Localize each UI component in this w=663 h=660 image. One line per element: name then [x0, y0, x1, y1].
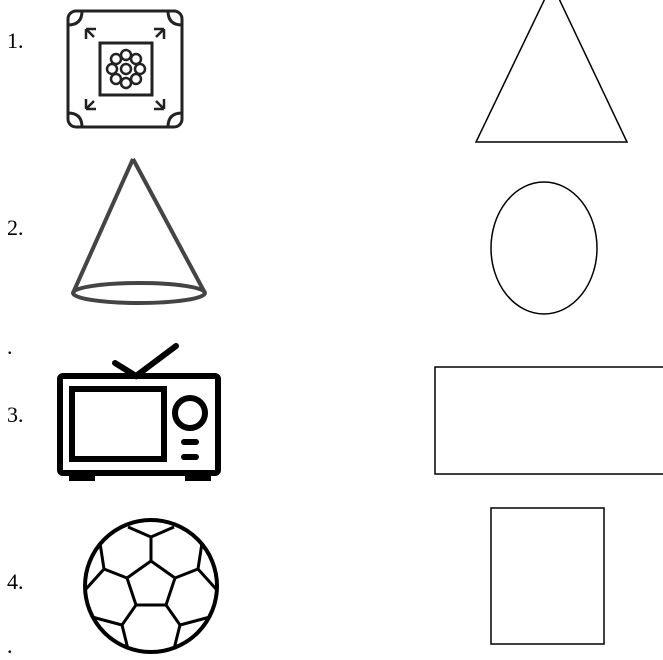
- tile-icon: [66, 9, 184, 129]
- cone-icon: [60, 155, 220, 305]
- tv-icon: [57, 343, 223, 483]
- football-icon: [82, 517, 220, 655]
- item-number-3: 3.: [7, 404, 24, 426]
- stray-dot-2: .: [7, 635, 13, 657]
- item-number-2: 2.: [7, 217, 24, 239]
- triangle-icon: [474, 0, 630, 144]
- item-number-1: 1.: [7, 30, 24, 52]
- stray-dot-1: .: [7, 336, 13, 358]
- rectangle-icon: [434, 366, 663, 476]
- item-number-4: 4.: [7, 571, 24, 593]
- oval-icon: [489, 181, 601, 317]
- square-icon: [490, 507, 606, 646]
